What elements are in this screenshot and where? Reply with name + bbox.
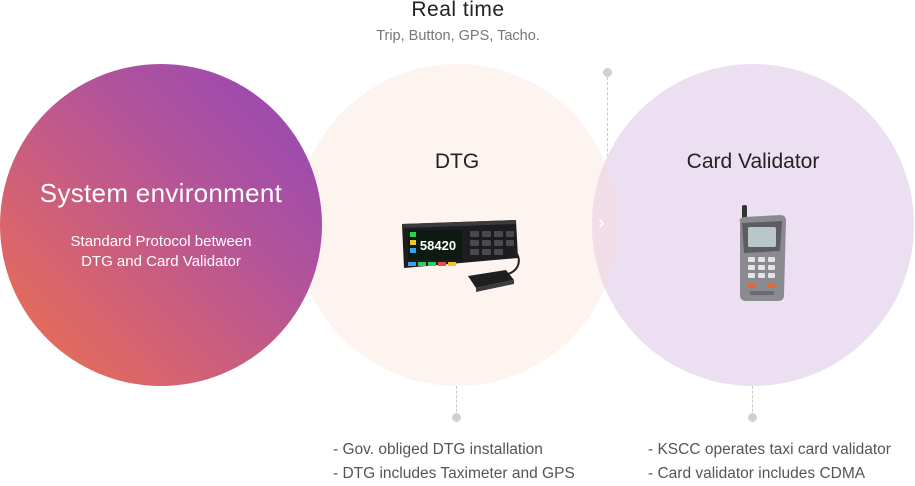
dtg-note: Gov. obliged DTG installation — [333, 438, 575, 462]
realtime-subtitle: Trip, Button, GPS, Tacho. — [376, 28, 540, 44]
chevron-right-icon: › — [598, 212, 605, 234]
card-validator-image — [739, 205, 786, 301]
dtg-notes: Gov. obliged DTG installation DTG includ… — [333, 438, 575, 486]
system-description-line-2: DTG and Card Validator — [81, 253, 241, 270]
realtime-dot — [603, 68, 612, 77]
dtg-note: DTG includes Taximeter and GPS — [333, 462, 574, 486]
dtg-dot — [452, 413, 461, 422]
dtg-display-value: 58420 — [420, 238, 456, 253]
card-dot — [748, 413, 757, 422]
card-validator-title: Card Validator — [686, 150, 820, 173]
card-guide-line — [752, 386, 753, 412]
dtg-guide-line — [456, 386, 457, 412]
system-environment-circle — [0, 64, 322, 386]
card-validator-note: Card validator includes CDMA — [648, 462, 891, 486]
system-environment-description: Standard Protocol between DTG and Card V… — [20, 232, 302, 272]
system-environment-title: System environment — [39, 178, 283, 208]
dtg-title: DTG — [434, 150, 480, 173]
card-validator-note: KSCC operates taxi card validator — [648, 438, 890, 462]
system-description-line-1: Standard Protocol between — [70, 233, 252, 250]
card-validator-notes: KSCC operates taxi card validator Card v… — [648, 438, 891, 486]
realtime-title: Real time — [411, 0, 505, 21]
dtg-device-image: 58420 — [402, 220, 520, 292]
